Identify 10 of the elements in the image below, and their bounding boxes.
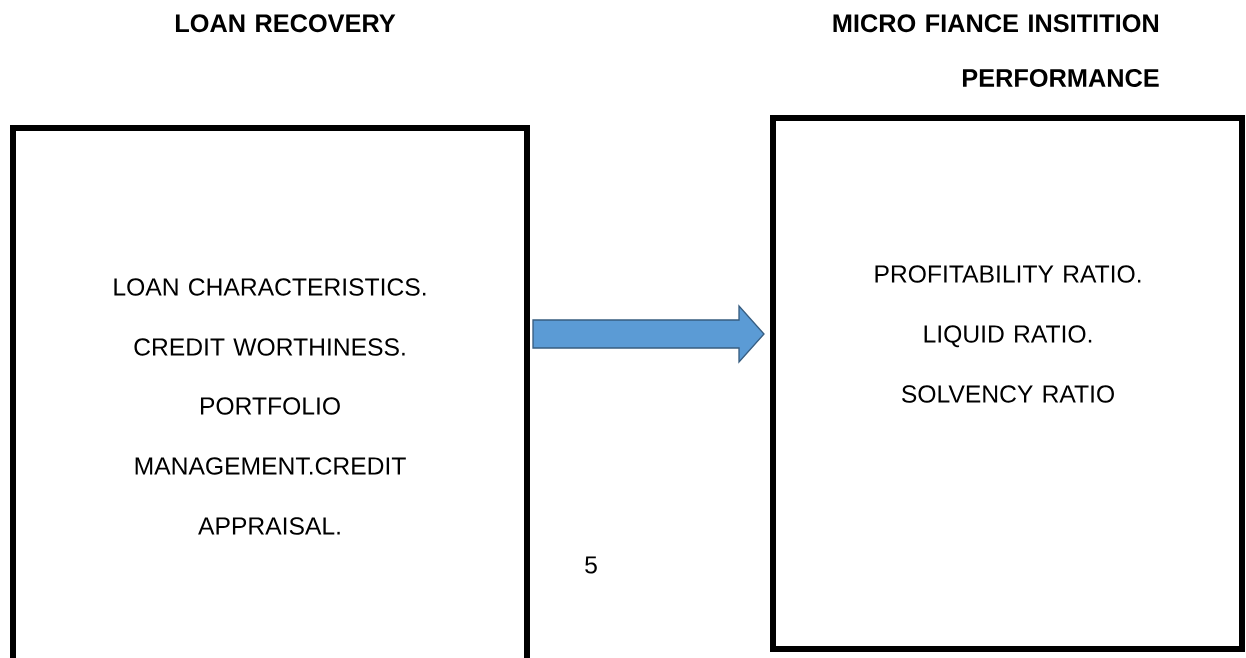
- heading: MICRO FIANCE INSITITION PERFORMANCE: [833, 14, 1159, 87]
- box-text: SOLVENCY RATIO: [902, 385, 1114, 403]
- box-text: CREDIT WORTHINESS.: [134, 338, 405, 356]
- box-text: PORTFOLIO MANAGEMENT.CREDIT APPRAISAL.: [135, 397, 406, 535]
- box-text: LIQUID RATIO.: [924, 325, 1092, 348]
- box-text: LOAN CHARACTERISTICS.: [114, 278, 426, 296]
- page-number: 5: [585, 556, 597, 574]
- box-text: PROFITABILITY RATIO.: [875, 265, 1141, 283]
- block-arrow: [532, 304, 765, 364]
- heading: LOAN RECOVERY: [175, 14, 396, 33]
